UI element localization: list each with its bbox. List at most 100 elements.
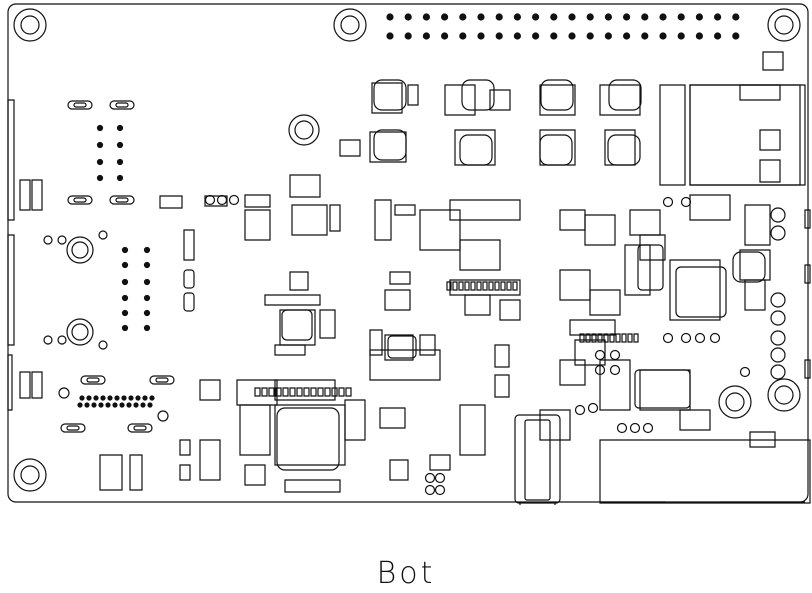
header-pin [696, 33, 702, 39]
smd-component [460, 405, 485, 455]
via [120, 403, 124, 407]
via [80, 396, 84, 400]
via [145, 248, 150, 253]
header-pin [678, 14, 684, 20]
header-pin [624, 14, 630, 20]
smd-component [370, 350, 440, 380]
chip [635, 370, 690, 408]
smd-component [560, 210, 585, 230]
pad [507, 282, 511, 290]
view-label: Bot [376, 556, 436, 591]
smd-component [408, 85, 418, 105]
round-pad [596, 366, 605, 375]
oval-pad-inner [87, 378, 99, 382]
pad [495, 282, 499, 290]
header-pin [533, 14, 539, 20]
pad [501, 282, 505, 290]
mounting-hole-inner [341, 16, 359, 34]
mounting-hole [289, 115, 319, 145]
header-pin [442, 14, 448, 20]
small-hole [44, 236, 52, 244]
via [148, 403, 152, 407]
round-pad-large [771, 348, 785, 362]
main-soc [277, 408, 339, 470]
round-pad [696, 334, 705, 343]
header-pin [569, 33, 575, 39]
smd-component [275, 380, 335, 400]
via [98, 126, 103, 131]
smd-component [275, 345, 305, 355]
header-pin [442, 33, 448, 39]
smd-component [430, 455, 450, 470]
pad [304, 388, 309, 396]
via [134, 403, 138, 407]
component [184, 230, 194, 260]
pad [332, 388, 337, 396]
header-pin [387, 33, 393, 39]
pad [290, 388, 295, 396]
header-pin [514, 14, 520, 20]
smd-component [290, 175, 320, 197]
header-pin [478, 14, 484, 20]
edge-notch [805, 360, 810, 378]
round-pad [436, 486, 445, 495]
round-pad [611, 351, 620, 360]
smd-component [245, 465, 265, 485]
round-pad [711, 334, 720, 343]
pad [634, 334, 638, 342]
round-pad-large [771, 365, 785, 379]
smd-component [420, 335, 435, 355]
usb-c-connector [515, 415, 560, 503]
header-pin [460, 14, 466, 20]
via [145, 263, 150, 268]
ram-chip [676, 267, 726, 317]
smd-component [495, 345, 509, 367]
header-pin [405, 33, 411, 39]
oval-pad [61, 424, 85, 432]
smd-component [245, 195, 270, 207]
oval-pad [68, 196, 92, 204]
header-pin [624, 33, 630, 39]
smd-component [640, 235, 665, 260]
via [98, 176, 103, 181]
via [115, 396, 119, 400]
smd-component [285, 480, 340, 492]
header-pin [551, 33, 557, 39]
round-pad-large [771, 331, 785, 345]
component [32, 372, 42, 398]
via [94, 396, 98, 400]
round-pad-large [771, 293, 785, 307]
header-pin [642, 14, 648, 20]
smd-component [330, 205, 340, 231]
oval-pad-inner [116, 103, 128, 107]
pad [465, 282, 469, 290]
chip [733, 252, 765, 282]
via [141, 403, 145, 407]
via [113, 403, 117, 407]
pad [325, 388, 330, 396]
round-pad [426, 474, 435, 483]
small-hole [58, 336, 66, 344]
round-pad [206, 196, 215, 205]
smd-component [540, 85, 575, 115]
header-pin [660, 33, 666, 39]
pad [453, 282, 457, 290]
header-pin [514, 33, 520, 39]
via [123, 311, 128, 316]
smd-component [372, 83, 402, 113]
component [20, 372, 30, 398]
mounting-hole [719, 386, 751, 418]
pad [586, 334, 590, 342]
round-pad [664, 198, 673, 207]
smd-component [385, 335, 413, 360]
oval-pad-inner [74, 103, 86, 107]
pad [297, 388, 302, 396]
smd-component [600, 360, 630, 410]
round-pad [230, 196, 239, 205]
mounting-hole-inner [775, 16, 793, 34]
smd-component [745, 205, 770, 245]
pad [580, 334, 584, 342]
smd-component [390, 272, 410, 284]
smd-component [380, 408, 405, 428]
